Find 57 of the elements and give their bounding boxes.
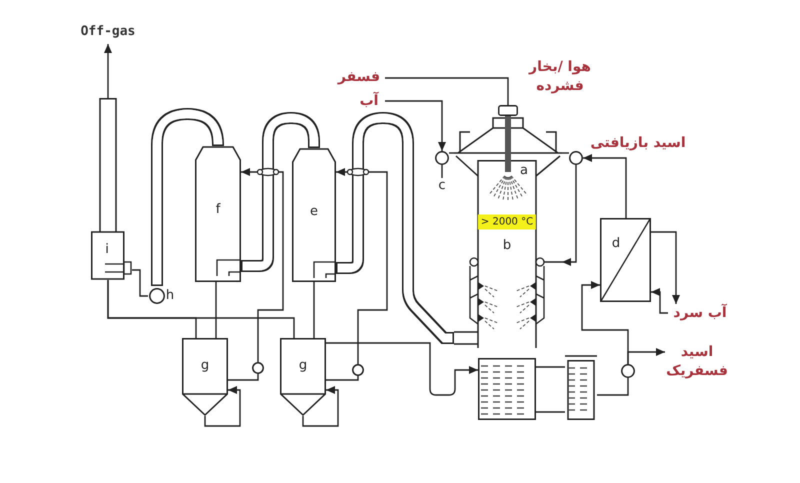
- scrubber-tower: [195, 146, 241, 282]
- flow-arrow: [204, 386, 241, 427]
- stream-label: هوا /بخار فشرده: [528, 58, 592, 96]
- pipe-line: [597, 378, 629, 396]
- gas-duct: [336, 112, 454, 344]
- flow-arrow: [562, 165, 577, 266]
- pump-icon: [352, 364, 364, 376]
- acid-tank: [565, 355, 597, 420]
- pipe-line: [132, 269, 148, 297]
- equipment-letter: b: [502, 239, 512, 253]
- stream-label: آب: [353, 92, 385, 112]
- flow-arrow: [336, 168, 388, 364]
- pipe-line: [215, 282, 217, 338]
- flow-arrow: [651, 288, 668, 314]
- equipment-letter: f: [216, 203, 220, 217]
- pipe-line: [536, 366, 565, 368]
- pipe-line: [107, 280, 295, 338]
- separator-stack: [91, 98, 132, 280]
- pipe-line: [449, 152, 454, 154]
- flow-arrow: [583, 154, 627, 218]
- flow-arrow: [241, 168, 284, 362]
- flow-arrow: [581, 281, 629, 364]
- equipment-letter: i: [105, 243, 109, 257]
- equipment-letter: e: [310, 205, 318, 219]
- pipe-line: [562, 152, 569, 154]
- equipment-letter: g: [298, 359, 308, 373]
- pipe-line: [385, 77, 509, 105]
- flow-arrow: [385, 100, 446, 151]
- leader-line: [441, 165, 443, 178]
- combustion-tower: [454, 104, 562, 348]
- stream-label: فسفر: [333, 68, 385, 88]
- pipe-line: [536, 411, 565, 413]
- stream-label: Off-gas: [76, 20, 140, 44]
- pump-icon: [621, 364, 635, 378]
- heat-exchanger: [600, 218, 651, 302]
- pump-icon: [252, 362, 264, 374]
- flow-arrow: [104, 44, 112, 98]
- stream-label: اسید فسفریک: [665, 343, 729, 383]
- pipe-line: [326, 376, 359, 381]
- ring-icon: [435, 151, 449, 165]
- equipment-letter: a: [520, 164, 528, 178]
- flow-arrow: [326, 342, 478, 396]
- flow-arrow: [302, 386, 339, 427]
- stream-label: آب سرد: [668, 304, 732, 324]
- temperature-label: > 2000 °C: [478, 214, 536, 230]
- equipment-letter: d: [612, 237, 620, 251]
- equipment-letter: g: [200, 359, 210, 373]
- ring-icon: [569, 151, 583, 165]
- pipe-line: [228, 374, 259, 381]
- collection-tank: [182, 338, 228, 416]
- collection-tank: [280, 338, 326, 416]
- pipe-line: [313, 282, 315, 338]
- equipment-letter: h: [166, 289, 174, 303]
- flow-arrow: [651, 231, 680, 304]
- callout-letter: c: [436, 178, 448, 194]
- scrubber-tower: [292, 148, 336, 282]
- sump-tank: [478, 358, 536, 420]
